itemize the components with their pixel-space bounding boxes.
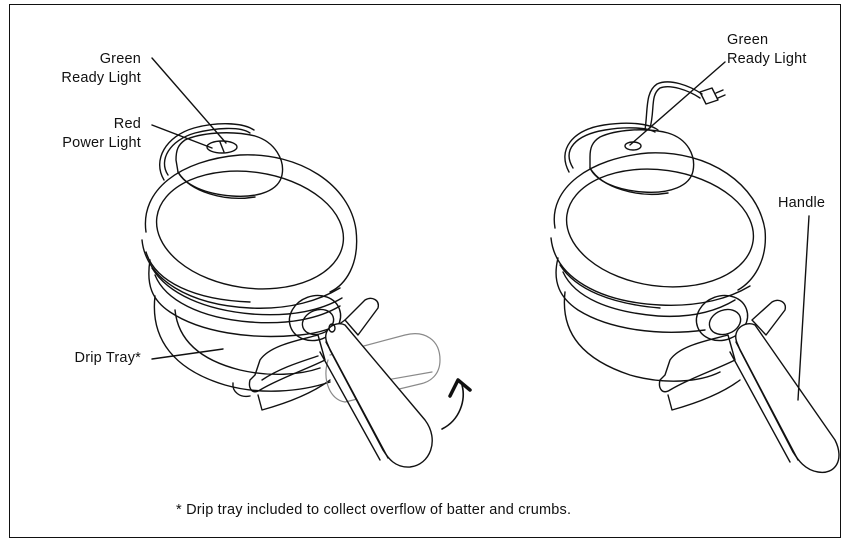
leader-green-ready-light-right	[629, 61, 726, 146]
leader-green-ready-light-left	[151, 57, 227, 144]
label-line: Drip Tray*	[74, 350, 141, 366]
label-green-ready-light-right: Green Ready Light	[727, 31, 807, 69]
label-handle: Handle	[778, 194, 825, 213]
label-line: Handle	[778, 195, 826, 211]
label-line: Ready Light	[61, 70, 141, 86]
leader-handle	[797, 215, 810, 401]
rotate-arrow-icon	[441, 384, 464, 430]
diagram-frame	[9, 4, 841, 538]
leader-red-power-light	[151, 124, 213, 149]
label-red-power-light: Red Power Light	[40, 115, 141, 153]
label-line: Green	[727, 32, 769, 48]
label-green-ready-light-left: Green Ready Light	[40, 50, 141, 88]
label-line: Red	[113, 116, 141, 132]
leader-drip-tray	[151, 348, 224, 360]
label-line: Green	[99, 51, 141, 67]
label-drip-tray: Drip Tray*	[40, 349, 141, 368]
footnote: * Drip tray included to collect overflow…	[176, 502, 572, 518]
left-waffle-maker	[141, 123, 472, 468]
right-waffle-maker	[550, 81, 840, 474]
arrowhead-icon	[448, 378, 472, 398]
label-line: Power Light	[62, 135, 141, 151]
plug-icon	[699, 87, 719, 105]
label-line: Ready Light	[727, 51, 807, 67]
